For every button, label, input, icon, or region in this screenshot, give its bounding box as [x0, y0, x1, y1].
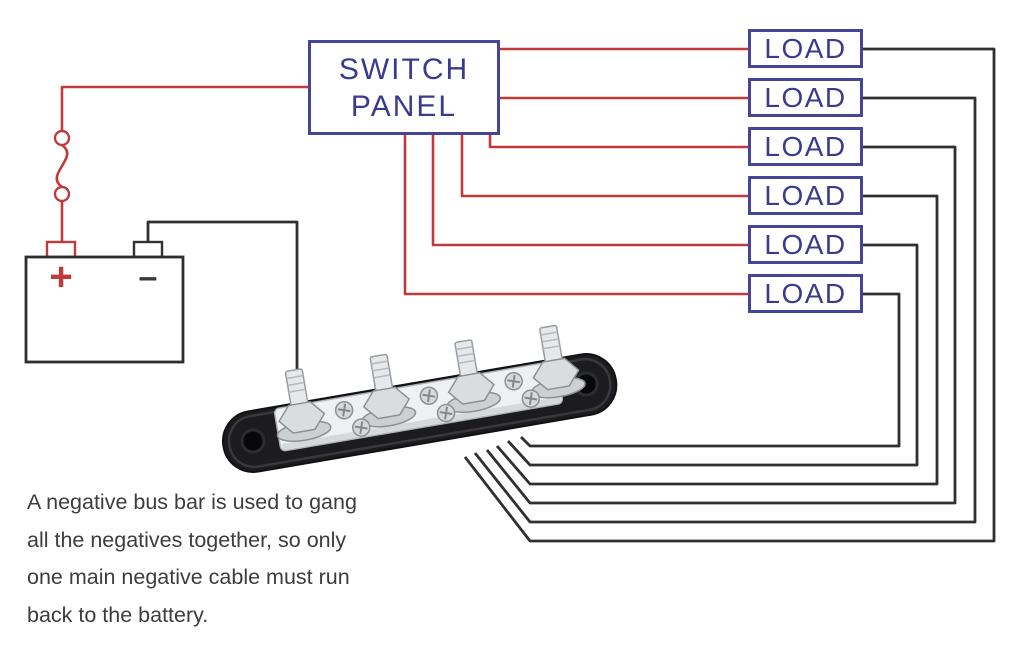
switch-panel-box: SWITCH PANEL — [308, 40, 500, 135]
wire-switch-panel-to-load-3 — [488, 135, 748, 149]
caption-line: A negative bus bar is used to gang — [27, 490, 357, 514]
load-box-4: LOAD — [748, 176, 863, 215]
battery-negative-terminal — [132, 240, 164, 259]
stud-threads — [371, 360, 391, 379]
caption-line: back to the battery. — [27, 602, 209, 627]
wire-load-4-return — [495, 194, 939, 486]
stud-post — [369, 353, 394, 394]
wire-load-2-return — [473, 96, 977, 524]
load-box-2: LOAD — [748, 78, 863, 117]
busbar-stud-4 — [530, 324, 586, 399]
caption-line: all the negatives together, so only — [27, 527, 347, 552]
busbar-stud-2 — [361, 353, 417, 428]
wire-load-5-return — [506, 243, 919, 467]
fuse-bottom-contact-icon — [53, 185, 71, 203]
negative-bus-bar — [222, 324, 618, 473]
stud-post — [454, 339, 479, 379]
busbar-screws — [334, 371, 541, 437]
fuse-top-contact-icon — [53, 129, 71, 147]
stud-hex-nut — [532, 357, 580, 391]
load-box-1: LOAD — [748, 29, 863, 68]
stud-threads — [286, 374, 306, 394]
wire-load-3-return — [485, 145, 957, 505]
wire-load-6-return — [520, 292, 901, 448]
battery-positive-sign: + — [49, 255, 72, 299]
wire-switch-panel-to-load-5 — [431, 135, 748, 247]
wire-load-1-return — [463, 47, 996, 543]
stud-hex-nut — [447, 372, 495, 405]
wire-fuse-to-switch-panel — [60, 85, 308, 131]
battery-body — [24, 255, 185, 364]
load-box-6: LOAD — [748, 274, 863, 313]
fuse-element-squiggle — [55, 143, 69, 189]
load-box-3: LOAD — [748, 127, 863, 166]
busbar-plate-shadow — [281, 396, 561, 451]
load-box-5: LOAD — [748, 225, 863, 264]
busbar-left-mounting-hole-icon — [240, 428, 266, 454]
screw-slot-icon — [524, 392, 538, 405]
caption-line: one main negative cable must run — [27, 565, 350, 589]
stud-threads — [455, 345, 476, 365]
screw-slot-icon — [337, 403, 351, 417]
stud-hex-nut — [362, 386, 411, 420]
busbar-stud-1 — [276, 368, 332, 442]
screw-slot-icon — [422, 389, 436, 403]
stud-threads — [540, 331, 560, 350]
battery-negative-sign: – — [139, 258, 158, 296]
wire-switch-panel-to-load-4 — [460, 135, 748, 198]
battery: + – — [24, 240, 185, 364]
wire-negative-terminal-to-busbar — [146, 220, 299, 372]
wire-switch-panel-to-load-6 — [403, 135, 748, 296]
busbar-stud-3 — [446, 339, 502, 413]
stud-hex-nut — [278, 401, 326, 434]
screw-slot-icon — [354, 421, 368, 434]
stud-post — [539, 324, 563, 365]
stud-post — [284, 368, 309, 408]
screw-slot-icon — [439, 406, 453, 420]
screw-slot-icon — [507, 374, 521, 388]
caption-text: A negative bus bar is used to gang all t… — [27, 484, 447, 634]
